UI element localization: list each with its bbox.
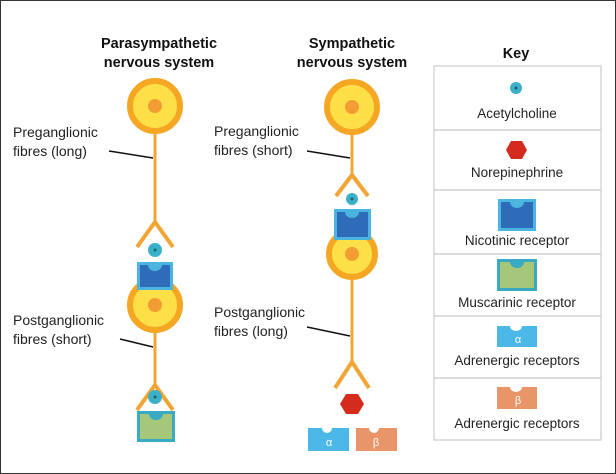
- alpha-adrenergic-receptor: α: [308, 428, 349, 451]
- acetylcholine-molecule: [148, 390, 162, 404]
- key-label: Adrenergic receptors: [454, 353, 580, 368]
- acetylcholine-molecule: [346, 193, 358, 205]
- beta-receptor-icon: β: [497, 387, 537, 409]
- preganglionic-label-line2: fibres (long): [13, 143, 87, 159]
- sympathetic-postganglionic-neuron: [326, 228, 378, 390]
- nucleus: [345, 100, 359, 114]
- nucleus: [148, 298, 162, 312]
- alpha-glyph: α: [515, 334, 522, 346]
- axon-terminal: [333, 360, 371, 390]
- beta-glyph: β: [515, 395, 521, 407]
- acetylcholine-molecule: [148, 243, 162, 257]
- key-label: Nicotinic receptor: [465, 233, 570, 248]
- postganglionic-label-line2: fibres (long): [214, 323, 288, 339]
- pointer-line: [108, 150, 154, 159]
- nicotinic-receptor: [334, 209, 371, 240]
- sympathetic-title-line1: Sympathetic: [309, 36, 395, 52]
- key-item-nicotinic-receptor: Nicotinic receptor: [433, 189, 602, 255]
- acetylcholine-icon: [510, 82, 522, 94]
- sympathetic-preganglionic-neuron: [324, 79, 380, 198]
- parasympathetic-title-line2: nervous system: [104, 55, 214, 71]
- nucleus: [148, 99, 162, 113]
- muscarinic-receptor-icon: [497, 259, 537, 291]
- nicotinic-receptor: [137, 262, 173, 290]
- key-label: Acetylcholine: [477, 106, 557, 121]
- alpha-receptor-icon: α: [497, 326, 537, 347]
- norepinephrine-molecule: [340, 394, 364, 414]
- axon-terminal: [135, 383, 175, 412]
- postganglionic-label-line1: Postganglionic: [214, 304, 305, 320]
- preganglionic-label-line2: fibres (short): [214, 142, 293, 158]
- key-title: Key: [503, 46, 530, 62]
- axon-terminal: [334, 173, 370, 198]
- sympathetic-title-line2: nervous system: [297, 55, 407, 71]
- key-item-beta-adrenergic: β Adrenergic receptors: [433, 377, 602, 441]
- key-label: Muscarinic receptor: [458, 295, 576, 310]
- muscarinic-receptor: [137, 411, 175, 442]
- key-cell: [433, 129, 602, 191]
- pointer-line: [306, 326, 351, 337]
- parasympathetic-preganglionic-neuron: [127, 78, 183, 249]
- postganglionic-label-line2: fibres (short): [13, 331, 92, 347]
- norepinephrine-icon: [506, 141, 527, 159]
- axon-terminal: [135, 220, 175, 249]
- key-item-norepinephrine: Norepinephrine: [433, 129, 602, 191]
- postganglionic-label-line1: Postganglionic: [13, 312, 104, 328]
- parasympathetic-title-line1: Parasympathetic: [101, 36, 217, 52]
- preganglionic-label-line1: Preganglionic: [13, 124, 98, 140]
- key-label: Norepinephrine: [471, 165, 563, 180]
- pointer-line: [306, 150, 351, 159]
- key-item-acetylcholine: Acetylcholine: [433, 65, 602, 131]
- beta-adrenergic-receptor: β: [356, 428, 397, 451]
- pointer-line: [119, 338, 154, 348]
- alpha-glyph: α: [326, 437, 333, 449]
- key-item-muscarinic-receptor: Muscarinic receptor: [433, 253, 602, 317]
- key-cell: [433, 377, 602, 441]
- nucleus: [345, 247, 359, 261]
- nicotinic-receptor-icon: [498, 199, 536, 231]
- beta-glyph: β: [373, 437, 379, 449]
- preganglionic-label-line1: Preganglionic: [214, 123, 299, 139]
- key-item-alpha-adrenergic: α Adrenergic receptors: [433, 315, 602, 379]
- key-label: Adrenergic receptors: [454, 416, 580, 431]
